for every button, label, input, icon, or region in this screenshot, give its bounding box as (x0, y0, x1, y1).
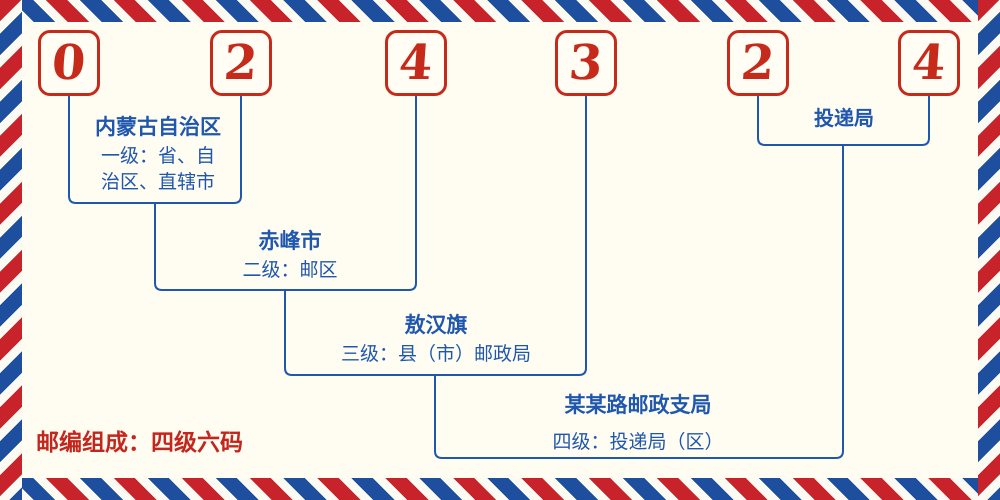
level4-description: 四级：投递局（区） (552, 431, 724, 454)
airmail-border-left (0, 0, 22, 500)
postal-code-composition-note: 邮编组成：四级六码 (36, 430, 243, 456)
postcode-digit-6: 4 (910, 35, 948, 91)
level3-description: 三级：县（市）邮政局 (340, 343, 531, 366)
level1-region-name: 内蒙古自治区 (95, 115, 221, 139)
level1-description: 一级：省、自治区、直辖市 (100, 145, 215, 193)
level2-label: 赤峰市 二级：邮区 (200, 228, 380, 284)
postcode-digit-box-4: 3 (555, 30, 617, 96)
level1-label: 内蒙古自治区 一级：省、自治区、直辖市 (78, 114, 238, 196)
level2-description: 二级：邮区 (242, 259, 338, 282)
airmail-border-bottom (0, 478, 1000, 500)
level3-region-name: 敖汉旗 (404, 313, 468, 337)
postcode-digit-4: 3 (567, 35, 605, 91)
level4-label: 某某路邮政支局 四级：投递局（区） (518, 392, 758, 456)
delivery-office-label: 投递局 (770, 106, 918, 131)
postcode-digit-box-3: 4 (385, 30, 447, 96)
level2-region-name: 赤峰市 (258, 229, 322, 253)
postcode-digit-1: 0 (50, 35, 88, 91)
airmail-border-top (0, 0, 1000, 22)
postcode-digit-box-5: 2 (727, 30, 789, 96)
delivery-office-name: 投递局 (814, 106, 874, 130)
postcode-digit-box-1: 0 (38, 30, 100, 96)
postcode-digit-box-2: 2 (210, 30, 272, 96)
airmail-border-right (978, 0, 1000, 500)
postcode-digit-box-6: 4 (898, 30, 960, 96)
level4-office-name: 某某路邮政支局 (564, 393, 712, 417)
postcode-digit-5: 2 (739, 35, 777, 91)
postcode-digit-2: 2 (222, 35, 260, 91)
postcode-digit-3: 4 (397, 35, 435, 91)
level3-label: 敖汉旗 三级：县（市）邮政局 (320, 312, 552, 368)
